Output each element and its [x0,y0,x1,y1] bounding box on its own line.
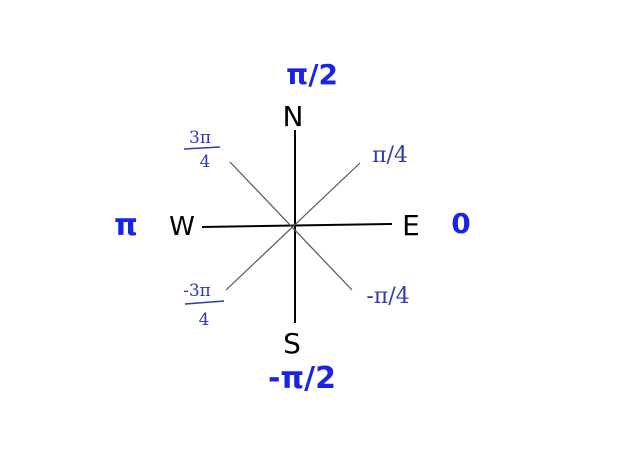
angle-southwest-fraction-bar [184,300,225,305]
west-label: W [169,212,195,242]
horizontal-axis [201,223,393,228]
angle-northwest-fraction-bar [183,146,221,150]
angle-southwest-fraction: -3π 4 [183,281,225,330]
angle-northwest-numerator: 3π [189,128,211,148]
south-label: S [283,327,301,360]
angle-northwest-denominator: 4 [200,152,211,172]
east-label: E [402,209,420,242]
angle-east-label: 0 [451,207,470,240]
angle-southwest-numerator: -3π [183,281,211,301]
diagonal-northeast-southwest [225,162,361,291]
north-label: N [283,100,304,133]
diagonal-northwest-southeast [229,161,353,291]
angle-northeast-label: π/4 [372,143,408,168]
angle-west-label: π [114,208,138,243]
angle-south-label: -π/2 [268,361,336,396]
angle-north-label: π/2 [286,58,338,91]
angle-northwest-fraction: 3π 4 [183,128,221,172]
angle-southwest-denominator: 4 [199,310,210,330]
angle-southeast-label: -π/4 [366,284,409,309]
